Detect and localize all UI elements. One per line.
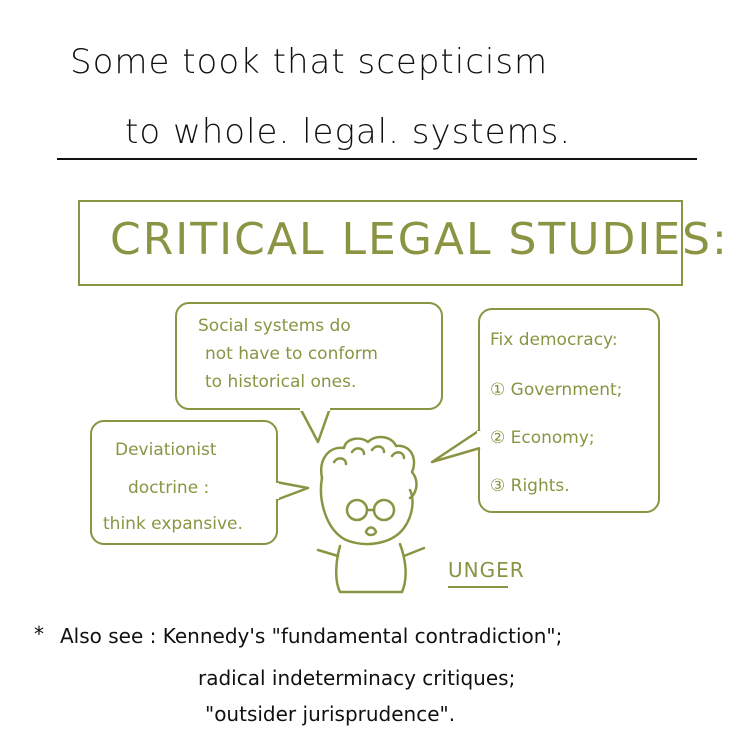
fix-item-2: ② Economy; [490,428,595,448]
header-heading: CRITICAL LEGAL STUDIES: [110,214,729,265]
title-line-1: Some took that scepticism [70,42,549,82]
figure-hair-curls [332,445,406,466]
footnote-line-2: radical indeterminacy critiques; [198,666,516,690]
bubble-tail-fix [430,428,481,464]
unger-figure [316,435,426,594]
footnote-line-3: "outsider jurisprudence". [205,702,456,726]
figure-head [319,476,414,546]
bubble-tail-social [298,407,332,444]
fix-heading: Fix democracy: [490,330,618,350]
header-box [78,200,683,286]
title-line-2: to whole. legal. systems. [125,112,572,152]
deviationist-line-3: think expansive. [103,514,243,534]
fix-item-3: ③ Rights. [490,476,570,496]
figure-mouth [364,526,378,537]
figure-arm-left [316,548,340,558]
social-line-3: to historical ones. [205,372,357,392]
footnote-line-1: Also see : Kennedy's "fundamental contra… [60,624,563,648]
figure-arm-right [402,546,426,558]
figure-name-underline [448,586,508,588]
deviationist-line-1: Deviationist [115,440,217,460]
figure-glasses-right [372,498,396,522]
figure-body [335,542,407,594]
speech-bubble-fix-democracy [478,308,660,513]
bubble-tail-deviationist [275,480,310,502]
figure-glasses-left [345,498,369,522]
title-underline [57,158,697,160]
deviationist-line-2: doctrine : [128,478,210,498]
social-line-2: not have to conform [205,344,378,364]
footnote-star-icon: * [34,622,44,646]
social-line-1: Social systems do [198,316,351,336]
figure-hair [319,435,418,500]
fix-item-1: ① Government; [490,380,623,400]
figure-name-label: UNGER [448,558,525,582]
